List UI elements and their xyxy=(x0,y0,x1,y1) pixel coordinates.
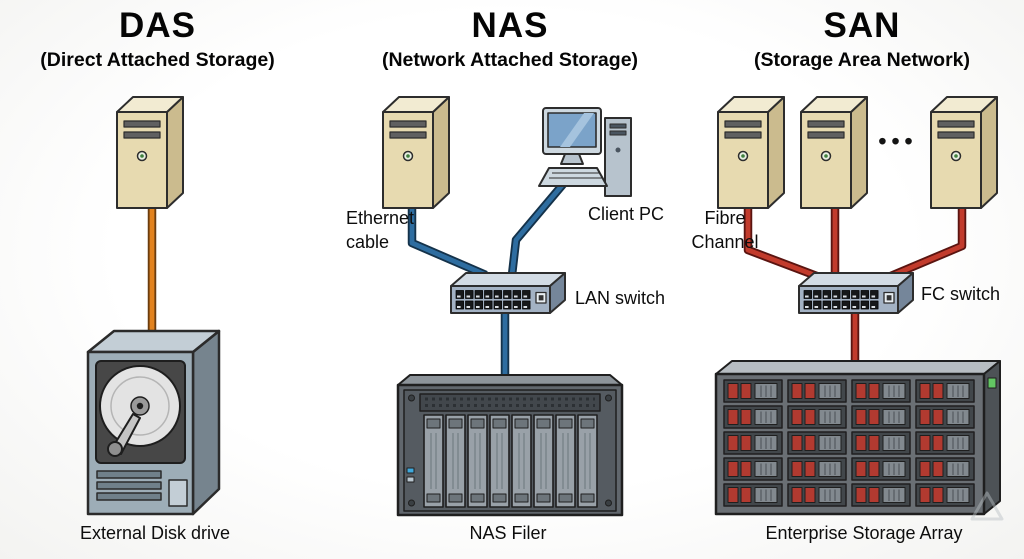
nas-filer-label: NAS Filer xyxy=(469,523,547,543)
nas-title: NAS xyxy=(471,6,549,45)
nas-drive-bay xyxy=(489,414,510,508)
nas-drive-bay xyxy=(467,414,488,508)
client-pc-label: Client PC xyxy=(588,204,665,224)
array-drive-module xyxy=(787,457,847,481)
san-cables xyxy=(743,200,967,370)
watermark-logo xyxy=(970,491,1004,521)
nas-cable-pc-outline xyxy=(507,173,574,276)
nas-cable-server-outline xyxy=(407,200,488,279)
array-drive-module xyxy=(723,405,783,429)
array-drive-module xyxy=(723,457,783,481)
fc-switch-icon xyxy=(798,272,914,314)
san-subtitle: (Storage Area Network) xyxy=(754,48,970,71)
client-pc-icon xyxy=(538,107,632,197)
nas-drive-bay xyxy=(423,414,444,508)
array-drive-module xyxy=(851,457,911,481)
nas-cable-pc xyxy=(509,174,572,276)
fibre-channel-label: Fibre Channel xyxy=(691,208,759,252)
san-server-1-icon xyxy=(717,96,785,209)
array-drive-module xyxy=(723,379,783,403)
fc-switch-label: FC switch xyxy=(921,284,1001,304)
array-drive-module xyxy=(787,379,847,403)
array-drive-module xyxy=(915,483,975,507)
array-drive-module xyxy=(915,431,975,455)
san-cable-3 xyxy=(885,200,965,281)
nas-drive-bay xyxy=(511,414,532,508)
das-subtitle: (Direct Attached Storage) xyxy=(40,48,275,71)
nas-server-icon xyxy=(382,96,450,209)
nas-drive-bay xyxy=(445,414,466,508)
external-disk-icon xyxy=(86,329,221,516)
nas-subtitle: (Network Attached Storage) xyxy=(381,48,639,71)
array-drive-module xyxy=(723,483,783,507)
enterprise-array-label: Enterprise Storage Array xyxy=(765,523,963,543)
san-cable-1 xyxy=(745,200,823,281)
array-drive-module xyxy=(787,405,847,429)
array-drive-module xyxy=(915,379,975,403)
das-header: DAS (Direct Attached Storage) xyxy=(10,6,305,72)
san-header: SAN (Storage Area Network) xyxy=(707,6,1017,72)
nas-cables xyxy=(407,173,574,382)
lan-switch-label: LAN switch xyxy=(575,288,666,308)
nas-drive-bay xyxy=(533,414,554,508)
nas-filer-icon xyxy=(396,374,624,517)
array-drive-module xyxy=(851,379,911,403)
das-title: DAS xyxy=(119,6,196,45)
array-drive-module xyxy=(723,431,783,455)
array-drive-module xyxy=(851,405,911,429)
array-drive-module xyxy=(787,431,847,455)
nas-drive-bay xyxy=(577,414,598,508)
array-drive-module xyxy=(851,483,911,507)
das-server-icon xyxy=(116,96,184,209)
nas-cable-server xyxy=(409,200,487,278)
san-title: SAN xyxy=(823,6,901,45)
external-disk-label: External Disk drive xyxy=(79,523,231,543)
storage-array-icon xyxy=(714,360,1001,516)
array-drive-module xyxy=(787,483,847,507)
nas-drive-bay xyxy=(555,414,576,508)
san-server-3-icon xyxy=(930,96,998,209)
san-cable-3-outline xyxy=(884,200,967,282)
ethernet-cable-label: Ethernet cable xyxy=(346,208,415,252)
nas-header: NAS (Network Attached Storage) xyxy=(357,6,663,72)
array-drive-module xyxy=(851,431,911,455)
array-drive-module xyxy=(915,405,975,429)
san-server-2-icon xyxy=(800,96,868,209)
array-drive-module xyxy=(915,457,975,481)
server-ellipsis: ••• xyxy=(878,128,918,154)
lan-switch-icon xyxy=(450,272,566,314)
